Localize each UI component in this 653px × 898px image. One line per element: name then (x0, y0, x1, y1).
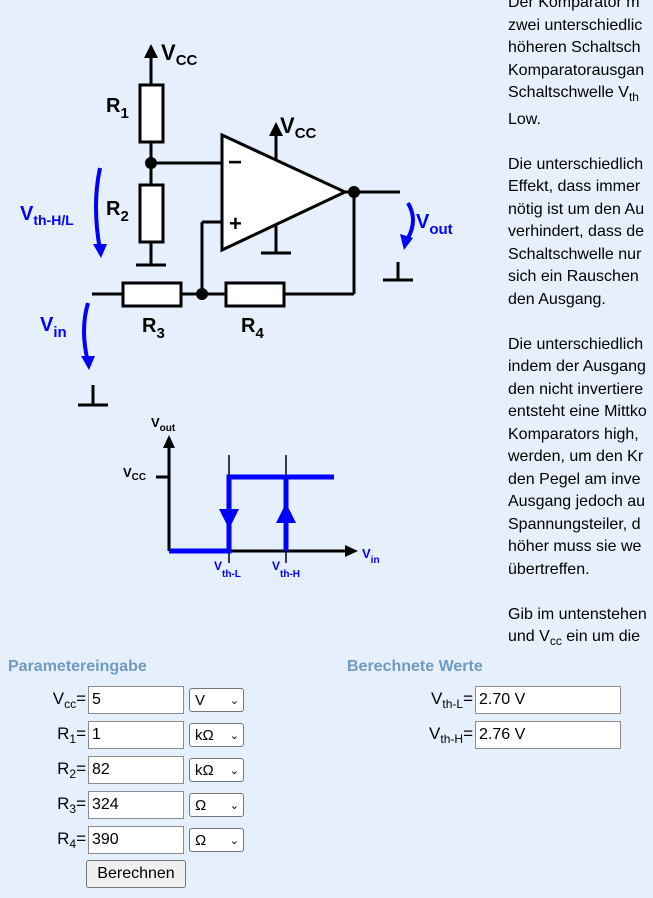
diagram-vthl-label: Vth-L (214, 559, 241, 580)
r3-row: R3= Ω⌄ (8, 791, 244, 819)
r4-input[interactable] (88, 826, 184, 854)
r3-input-label: R3= (57, 794, 86, 816)
prose-line: übertreffen. (508, 560, 590, 578)
r4-row: R4= Ω⌄ (8, 826, 244, 854)
vcc-input[interactable] (88, 686, 184, 714)
prose-line: Die unterschiedlich (508, 335, 644, 353)
diagram-vthh-label: Vth-H (272, 559, 300, 580)
chevron-down-icon: ⌄ (229, 764, 239, 777)
prose-line: Effekt, dass immer (508, 178, 641, 196)
prose-line: Schaltschwelle nur (508, 245, 642, 263)
chevron-down-icon: ⌄ (229, 729, 239, 742)
diagram-vcc-label: VCC (123, 465, 146, 483)
vcc-row: Vcc= V⌄ (8, 686, 244, 714)
prose-line: Spannungsteiler, d (508, 515, 641, 533)
input-section-title: Parametereingabe (8, 658, 147, 675)
r1-row: R1= kΩ⌄ (8, 721, 244, 749)
prose-line: und Vcc ein um die (508, 628, 641, 649)
r1-input-label: R1= (57, 724, 86, 746)
prose-line: Gib im untenstehen (508, 605, 647, 623)
r2-row: R2= kΩ⌄ (8, 756, 244, 784)
explanation-text: Der Komparator m zwei unterschiedlic höh… (508, 0, 653, 653)
r1-label: R1 (106, 95, 129, 122)
prose-line: sich ein Rauschen (508, 268, 639, 286)
prose-line: werden, um den Kr (508, 448, 644, 466)
prose-line: Schaltschwelle Vth (508, 84, 639, 105)
prose-line: zwei unterschiedlic (508, 16, 643, 34)
r2-label: R2 (106, 198, 129, 225)
vout-label: Vout (416, 211, 453, 238)
r4-label: R4 (241, 315, 264, 342)
vcc-label: VCC (161, 40, 198, 69)
prose-line: Die unterschiedlich (508, 155, 644, 173)
diagram-vin-label: Vin (362, 546, 380, 566)
r4-unit-select[interactable]: Ω⌄ (189, 828, 244, 852)
prose-line: verhindert, dass de (508, 223, 645, 241)
r1-unit-select[interactable]: kΩ⌄ (189, 723, 244, 747)
chevron-down-icon: ⌄ (229, 799, 239, 812)
chevron-down-icon: ⌄ (229, 694, 239, 707)
r3-label: R3 (142, 315, 165, 342)
r3-unit-select[interactable]: Ω⌄ (189, 793, 244, 817)
plus-sign: + (229, 211, 242, 236)
prose-line: Komparatorausgan (508, 61, 645, 79)
prose-line: höheren Schaltsch (508, 39, 641, 56)
prose-line: den nicht invertiere (508, 380, 644, 398)
diagram-vout-label: Vout (151, 415, 176, 434)
vthl-row: Vth-L= (397, 686, 621, 714)
prose-line: indem der Ausgang (508, 358, 646, 376)
prose-line: höher muss sie we (508, 538, 642, 556)
minus-sign: − (228, 149, 242, 176)
prose-line: Komparators high, (508, 425, 639, 443)
prose-line: Ausgang jedoch au (508, 493, 645, 511)
prose-line: Der Komparator m (508, 0, 640, 11)
r1-input[interactable] (88, 721, 184, 749)
r2-input[interactable] (88, 756, 184, 784)
r2-unit-select[interactable]: kΩ⌄ (189, 758, 244, 782)
vthh-output[interactable] (475, 721, 621, 749)
r3-input[interactable] (88, 791, 184, 819)
hysteresis-diagram: Vout VCC Vin Vth-L Vth-H (123, 415, 380, 580)
prose-line: Low. (508, 110, 541, 128)
r2-input-label: R2= (57, 759, 86, 781)
chevron-down-icon: ⌄ (229, 834, 239, 847)
vcc-input-label: Vcc= (52, 689, 86, 711)
prose-line: den Pegel am inve (508, 470, 641, 488)
r4-input-label: R4= (57, 829, 86, 851)
output-section-title: Berechnete Werte (347, 658, 483, 675)
vcc-unit-select[interactable]: V⌄ (189, 688, 244, 712)
vthh-row: Vth-H= (397, 721, 621, 749)
opamp-vcc-label: VCC (280, 113, 317, 142)
comparator-circuit-schematic: VCC VCC R1 R2 R3 R4 Vth-H/L Vin Vout − + (20, 40, 453, 407)
vthh-output-label: Vth-H= (429, 724, 473, 746)
prose-line: den Ausgang. (508, 290, 606, 308)
prose-line: entsteht eine Mittko (508, 403, 647, 421)
prose-line: nötig ist um den Au (508, 200, 645, 218)
vth-label: Vth-H/L (20, 203, 74, 228)
vthl-output[interactable] (475, 686, 621, 714)
vin-label: Vin (40, 314, 67, 341)
calculate-button[interactable]: Berechnen (86, 860, 186, 888)
vthl-output-label: Vth-L= (431, 689, 473, 711)
